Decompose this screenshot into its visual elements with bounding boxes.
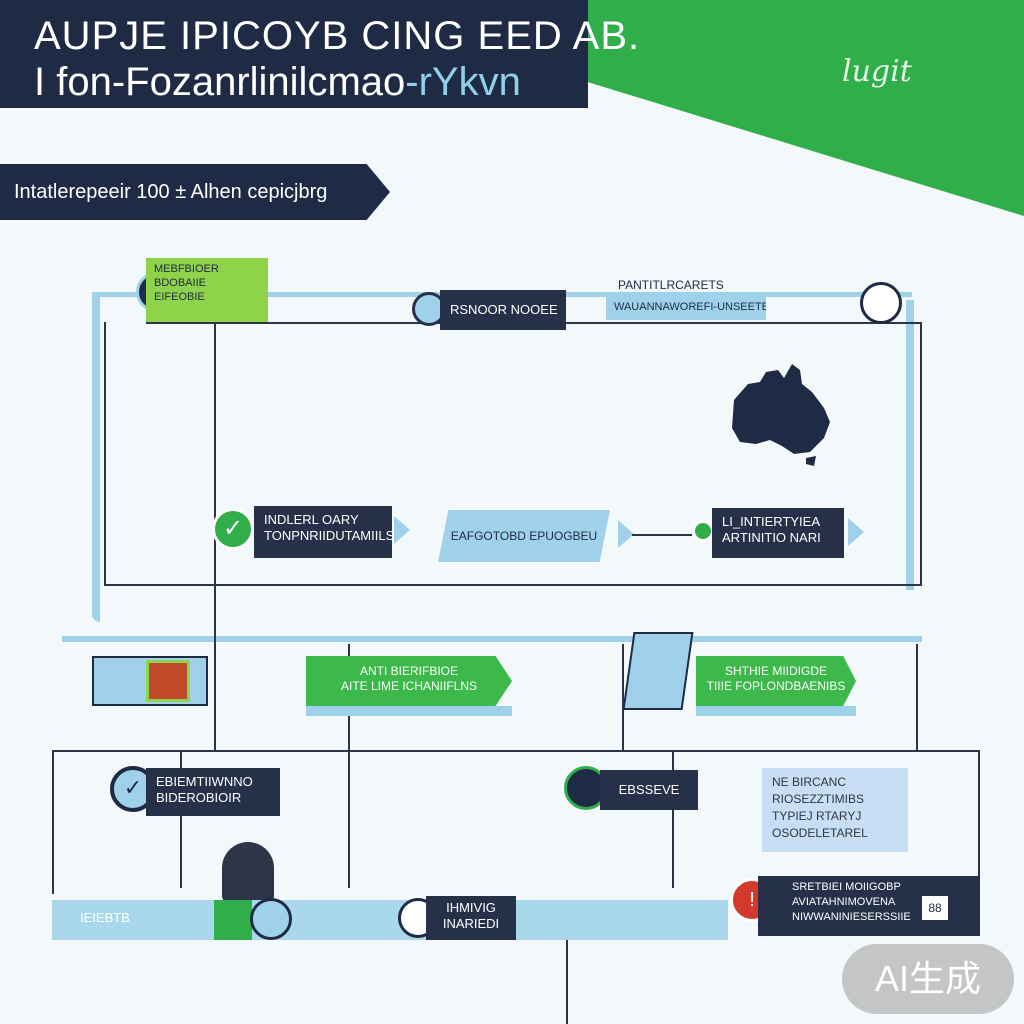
connector-vertical-5: [180, 752, 182, 888]
connector-vertical-2: [348, 644, 350, 888]
row3-green-node-b: SHTHIE MIIDIGDE TIIIE FOPLONDBAENIBS: [696, 656, 856, 706]
row4-right-node: NE BIRCANC RIOSEZZTIMIBS TYPIEJ RTARYJ O…: [762, 768, 908, 852]
subtitle-arrow-banner: Intatlerepeeir 100 ± Alhen cepicjbrg: [0, 164, 390, 220]
mid-right-line1: LI_INTIERTYIEA: [722, 514, 821, 529]
page-title-line2: I fon-Fozanrlinilcmao-rYkvn: [34, 58, 588, 106]
connector-vertical-3: [622, 644, 624, 752]
mid-connector: [632, 534, 692, 536]
bottom-right-line2: AVIATAHNIMOVENA: [792, 896, 896, 908]
row3-green-node-a: ANTI BIERIFBIOE AITE LIME ICHANIIFLNS: [306, 656, 512, 706]
loop-left-rail: [92, 292, 100, 622]
bottom-right-line1: SRETBIEI MOIIGOBP: [792, 881, 901, 893]
mid-left-node: INDLERL OARY TONPNRIIDUTAMIILS: [254, 506, 392, 558]
row4-left-line: [52, 750, 54, 894]
top-right-label: PANTITLRCARETS: [618, 278, 724, 292]
title-part-c: -rYkvn: [405, 60, 521, 104]
row4-left-line1: EBIEMTIIWNNO: [156, 774, 253, 789]
bottom-band: [52, 900, 728, 940]
brand-logo: lugit: [842, 54, 912, 89]
title-part-a: I fon-: [34, 60, 126, 104]
mid-center-node: EAFGOTOBD EPUOGBEU: [438, 510, 610, 562]
person-avatar: [222, 842, 274, 902]
bottom-right-tag: 88: [922, 896, 948, 920]
mid-right-node: LI_INTIERTYIEA ARTINITIO NARI: [712, 508, 844, 558]
bottom-green-segment: [214, 900, 252, 940]
row4-left-line2: BIDEROBIOIR: [156, 790, 242, 805]
ai-generated-badge: AI生成: [842, 944, 1014, 1014]
page-title-line1: AUPJE IPICOYB CING EED AB.: [34, 14, 641, 58]
frame-right-line: [920, 322, 922, 586]
document-icon: [622, 632, 694, 710]
divider-band: [62, 636, 922, 642]
top-right-bar: WAUANNAWOREFI-UNSEETE: [606, 294, 766, 320]
mid-left-line1: INDLERL OARY: [264, 512, 359, 527]
link-icon: [250, 898, 292, 940]
connector-vertical-4: [916, 644, 918, 752]
top-center-node: RSNOOR NOOEE: [440, 290, 566, 330]
connector-vertical-7: [566, 940, 568, 1024]
frame-bottom-line: [104, 584, 922, 586]
row4-top-line: [52, 750, 980, 752]
arrow-right-icon: [394, 516, 410, 544]
target-icon: [860, 282, 902, 324]
row4-right-line: [978, 750, 980, 878]
connector-vertical-6: [672, 752, 674, 888]
status-dot-icon: [692, 520, 714, 542]
green-corner-banner: [588, 0, 1024, 216]
title-banner: AUPJE IPICOYB CING EED AB. I fon-Fozanrl…: [0, 0, 641, 108]
bottom-center-node: IHMIVIG INARIEDI: [426, 896, 516, 940]
toolbox-inner-icon: [146, 660, 190, 702]
mid-right-line2: ARTINITIO NARI: [722, 530, 821, 545]
bottom-center-line1: IHMIVIG: [446, 900, 496, 915]
row4-center-node: EBSSEVE: [600, 770, 698, 810]
title-part-b: Fozanrlinilcmao: [125, 60, 406, 104]
australia-map-icon: [732, 364, 830, 466]
row3-green-b-base: [696, 706, 856, 716]
bottom-center-line2: INARIEDI: [442, 916, 500, 931]
check-icon: ✓: [212, 508, 254, 550]
mid-left-line2: TONPNRIIDUTAMIILS: [264, 528, 392, 543]
arrow-right-icon-2: [618, 520, 634, 548]
row3-green-a-base: [306, 706, 512, 716]
bottom-left-label: IEIEBTB: [80, 910, 130, 925]
bottom-right-line3: NIWWANINIESERSSIIE: [792, 911, 911, 923]
row4-left-node: EBIEMTIIWNNO BIDEROBIOIR: [146, 768, 280, 816]
loop-right-rail: [906, 300, 914, 590]
frame-left-line: [104, 322, 106, 586]
top-lime-node: MEBFBIOER BDOBAIIE EIFEOBIE: [146, 258, 268, 322]
arrow-right-icon-3: [848, 518, 864, 546]
